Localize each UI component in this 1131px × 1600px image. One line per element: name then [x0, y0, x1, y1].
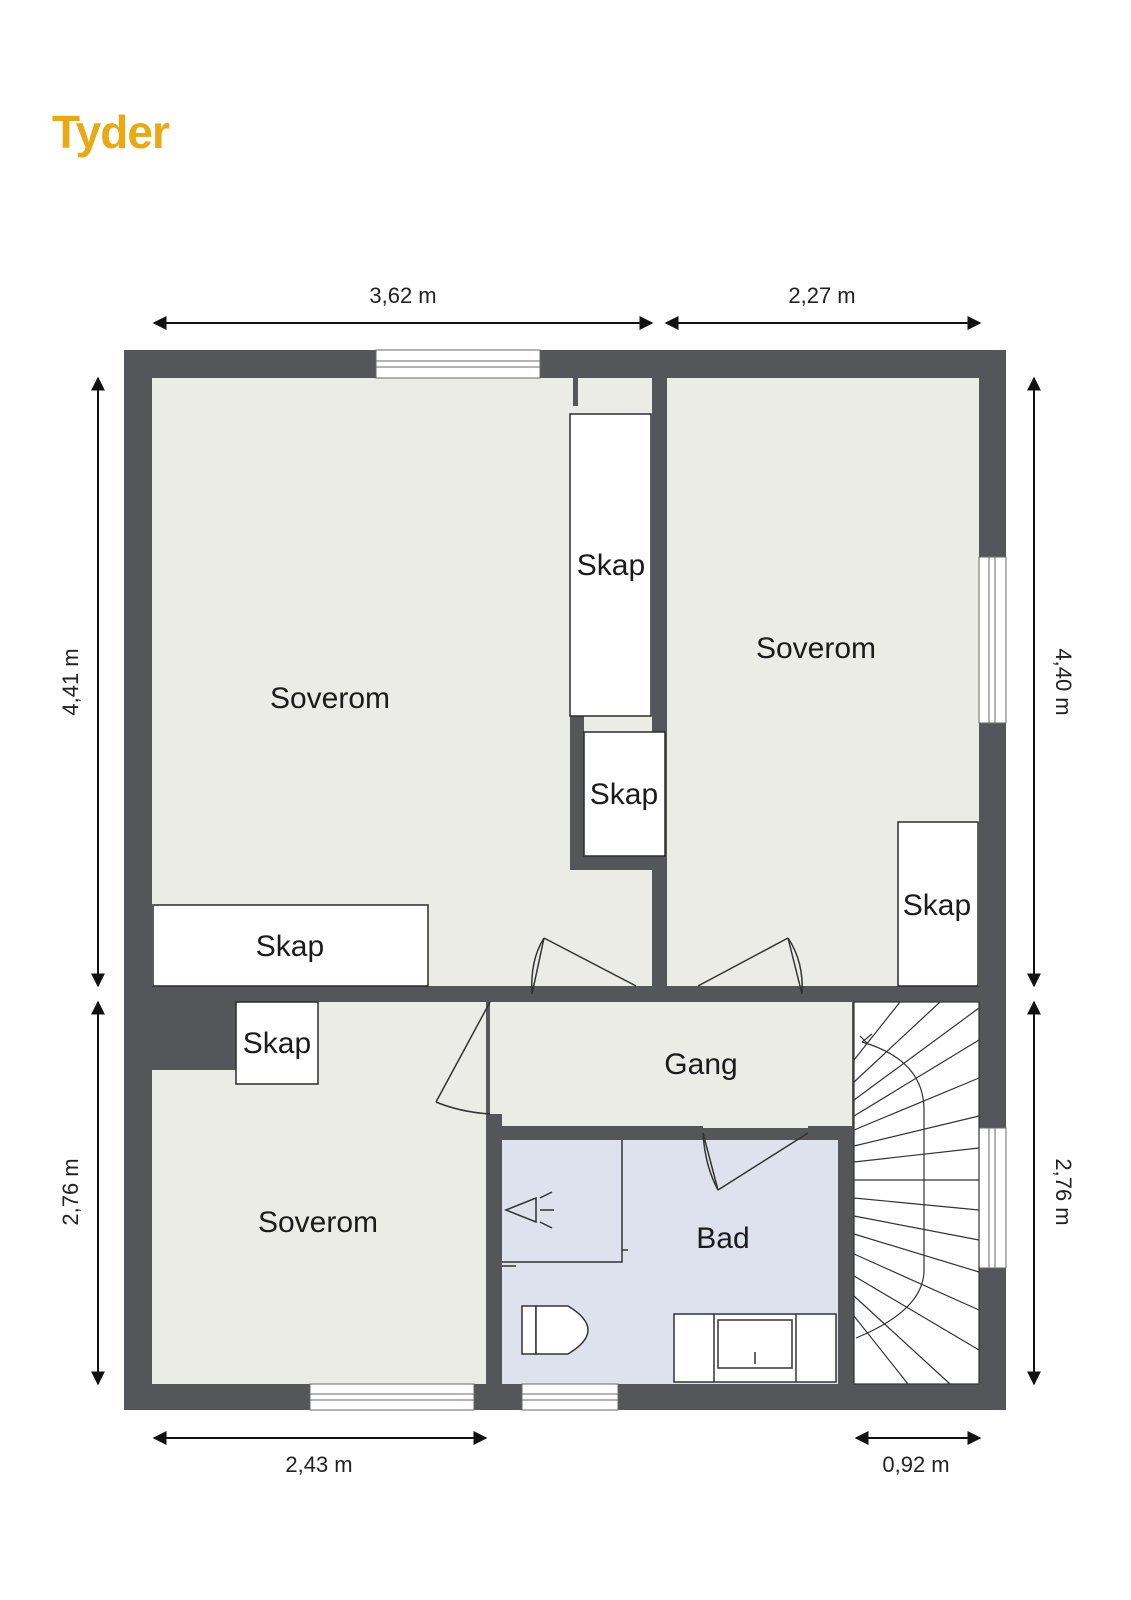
interior-wall: [152, 986, 532, 1002]
room-label-hallway: Gang: [664, 1048, 737, 1081]
closet-lower-left: [235, 1001, 319, 1085]
interior-wall: [486, 1126, 703, 1140]
dimension-line: [91, 316, 1041, 1445]
closet-left-bottom-wide: [152, 904, 429, 987]
dimension-label-right-lower: 2,76 m: [1051, 1158, 1076, 1225]
interior-wall: [838, 1126, 854, 1384]
window: [309, 1383, 475, 1411]
dimension-label-right-upper: 4,40 m: [1051, 648, 1076, 715]
shower: [502, 1140, 628, 1267]
interior-wall: [636, 986, 698, 1002]
window: [978, 556, 1007, 724]
closet-label-small-center: Skap: [590, 778, 658, 811]
floor-stairwell: [854, 1002, 979, 1384]
room-label-bedroom-bottom-left: Soverom: [258, 1206, 378, 1239]
interior-wall: [152, 1002, 236, 1070]
door-swing: [435, 1001, 491, 1115]
dimension-label-top-right: 2,27 m: [788, 283, 855, 308]
dimension-label-bottom-right: 0,92 m: [882, 1452, 949, 1477]
closet-tall-center: [569, 413, 652, 717]
window: [978, 1127, 1007, 1269]
floor-bedroom-top-left: [152, 378, 652, 986]
floor-hallway: [490, 1002, 852, 1128]
closet-label-left-bottom-wide: Skap: [256, 930, 324, 963]
staircase: [853, 1001, 980, 1385]
interior-wall: [486, 1002, 490, 1014]
door-swing: [697, 937, 803, 995]
door-swing: [531, 937, 637, 995]
floor-bedroom-bottom-left: [152, 1070, 486, 1384]
door-swing: [702, 1132, 809, 1191]
toilet: [521, 1305, 589, 1355]
window: [375, 349, 541, 379]
dimension-label-bottom-left: 2,43 m: [285, 1452, 352, 1477]
interior-wall: [486, 1114, 502, 1384]
vanity: [673, 1313, 837, 1383]
tyder-logo: Tyder: [52, 106, 170, 158]
interior-wall: [570, 856, 652, 870]
room-label-bathroom: Bad: [696, 1222, 749, 1255]
closet-label-lower-left: Skap: [243, 1027, 311, 1060]
closet-small-center: [583, 731, 666, 857]
closet-right-room: [897, 821, 979, 987]
dimension-label-top-left: 3,62 m: [369, 283, 436, 308]
room-label-bedroom-top-right: Soverom: [756, 632, 876, 665]
dimension-label-left-upper: 4,41 m: [58, 648, 83, 715]
wall-stub: [573, 378, 578, 406]
interior-wall: [570, 716, 584, 870]
interior-wall: [652, 378, 667, 986]
interior-wall: [802, 986, 979, 1002]
room-label-bedroom-top-left: Soverom: [270, 682, 390, 715]
dimension-label-left-lower: 2,76 m: [58, 1158, 83, 1225]
closet-label-tall-center: Skap: [577, 549, 645, 582]
closet-label-right-room: Skap: [903, 889, 971, 922]
window: [521, 1383, 619, 1411]
